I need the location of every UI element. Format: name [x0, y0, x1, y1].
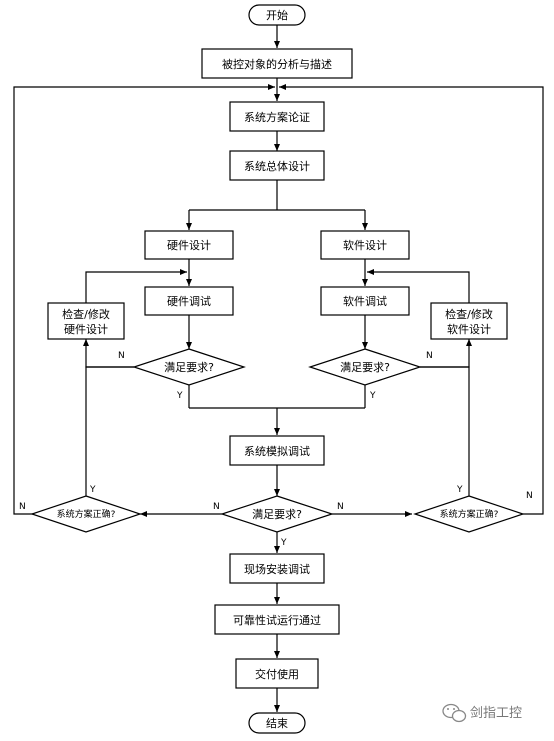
hw-debug-box: 硬件调试 — [144, 286, 234, 316]
sim-check-diamond: 满足要求? — [220, 495, 334, 533]
sw-fix-label-2: 软件设计 — [447, 322, 491, 336]
hw-fix-box: 检查/修改 硬件设计 — [47, 302, 125, 340]
overall-design-box: 系统总体设计 — [229, 150, 325, 181]
left-scheme-check-label: 系统方案正确? — [57, 508, 116, 520]
end-label: 结束 — [266, 717, 288, 730]
scheme-demo-box: 系统方案论证 — [229, 101, 325, 132]
sw-check-diamond: 满足要求? — [308, 348, 422, 386]
right-scheme-yes-tag: Y — [456, 485, 463, 495]
analyze-label: 被控对象的分析与描述 — [222, 57, 332, 71]
left-scheme-yes-tag: Y — [89, 485, 96, 495]
scheme-demo-label: 系统方案论证 — [244, 110, 310, 124]
hw-design-box: 硬件设计 — [144, 230, 234, 260]
reliability-box: 可靠性试运行通过 — [214, 604, 340, 635]
branch-tags: N Y N Y N N Y Y N Y N — [19, 351, 533, 548]
delivery-box: 交付使用 — [235, 658, 319, 689]
watermark-text: 剑指工控 — [470, 705, 522, 721]
sw-check-label: 满足要求? — [340, 361, 390, 374]
sim-check-yes-tag: Y — [280, 538, 287, 548]
hw-design-label: 硬件设计 — [167, 239, 211, 252]
hw-fix-label-1: 检查/修改 — [62, 307, 110, 321]
sw-debug-label: 软件调试 — [343, 294, 387, 308]
start-terminal: 开始 — [248, 4, 306, 26]
sim-debug-box: 系统模拟调试 — [229, 435, 325, 466]
wechat-icon — [442, 703, 467, 723]
arrow-hw-check-no — [83, 339, 134, 368]
sw-design-box: 软件设计 — [320, 230, 410, 260]
arrow-left-scheme-no-loop — [13, 84, 275, 515]
reliability-label: 可靠性试运行通过 — [233, 613, 321, 627]
sw-design-label: 软件设计 — [343, 238, 387, 252]
analyze-box: 被控对象的分析与描述 — [201, 48, 353, 79]
right-scheme-check-diamond: 系统方案正确? — [413, 495, 525, 533]
delivery-label: 交付使用 — [255, 667, 299, 681]
start-label: 开始 — [266, 8, 288, 22]
arrow-right-scheme-no-loop — [279, 84, 544, 515]
left-scheme-check-diamond: 系统方案正确? — [30, 495, 142, 533]
hw-check-no-tag: N — [118, 351, 125, 361]
arrow-hw-fix-loop — [85, 269, 187, 303]
sw-check-yes-tag: Y — [369, 391, 376, 401]
right-scheme-no-tag: N — [526, 491, 533, 501]
overall-design-label: 系统总体设计 — [244, 159, 310, 173]
right-scheme-check-label: 系统方案正确? — [440, 508, 499, 520]
sw-debug-box: 软件调试 — [320, 286, 410, 316]
hw-fix-label-2: 硬件设计 — [64, 323, 108, 336]
sim-check-no-left-tag: N — [213, 502, 220, 512]
sim-debug-label: 系统模拟调试 — [244, 444, 310, 458]
site-install-label: 现场安装调试 — [244, 562, 310, 576]
sw-fix-box: 检查/修改 软件设计 — [430, 302, 508, 340]
watermark: 剑指工控 — [442, 703, 522, 723]
sim-check-no-right-tag: N — [337, 502, 344, 512]
sw-fix-label-1: 检查/修改 — [445, 307, 493, 321]
connectors — [13, 25, 544, 712]
hw-debug-label: 硬件调试 — [167, 295, 211, 308]
site-install-box: 现场安装调试 — [229, 553, 325, 584]
hw-check-diamond: 满足要求? — [132, 348, 246, 386]
arrow-left-scheme-yes — [85, 366, 134, 496]
hw-check-label: 满足要求? — [164, 361, 214, 374]
sw-check-no-tag: N — [426, 351, 433, 361]
hw-check-yes-tag: Y — [176, 391, 183, 401]
sim-check-label: 满足要求? — [252, 508, 302, 521]
left-scheme-no-tag: N — [19, 502, 26, 512]
arrow-sw-fix-loop — [367, 269, 470, 303]
arrow-right-scheme-yes — [420, 366, 470, 496]
end-terminal: 结束 — [248, 712, 306, 734]
